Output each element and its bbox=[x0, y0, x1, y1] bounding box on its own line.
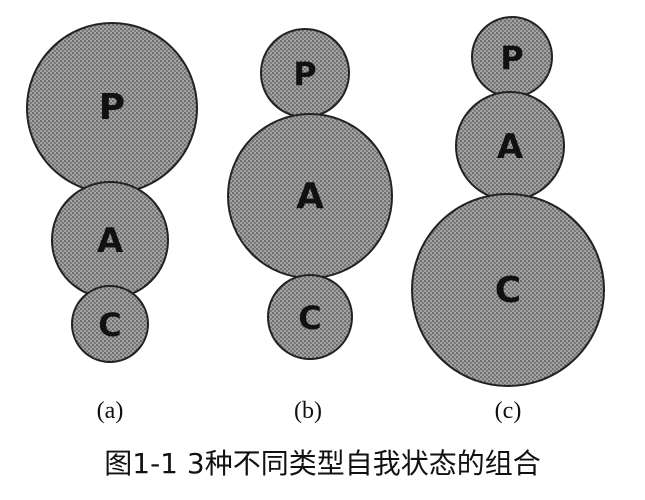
circle-c-a-letter: A bbox=[497, 127, 524, 167]
circle-c-a: A bbox=[455, 91, 565, 201]
circle-b-c: C bbox=[267, 274, 353, 360]
circle-b-p: P bbox=[260, 28, 350, 118]
circle-b-c-letter: C bbox=[298, 299, 321, 337]
circle-c-c: C bbox=[411, 193, 605, 387]
panel-a: P A C (a) bbox=[26, 22, 198, 424]
figure-caption: 图1-1 3种不同类型自我状态的组合 bbox=[104, 447, 541, 480]
circle-c-p: P bbox=[471, 16, 553, 98]
panel-b: P A C (b) bbox=[227, 28, 393, 424]
circle-a-a: A bbox=[51, 181, 169, 299]
circle-a-p: P bbox=[26, 22, 198, 194]
panel-c-label: (c) bbox=[495, 398, 522, 424]
circle-a-c-shape bbox=[71, 285, 149, 363]
circle-b-c-shape bbox=[267, 274, 353, 360]
circle-b-a-letter: A bbox=[296, 176, 324, 217]
panel-a-label: (a) bbox=[97, 398, 124, 424]
circle-c-p-letter: P bbox=[500, 39, 523, 77]
circle-a-p-letter: P bbox=[99, 87, 125, 128]
circle-b-a: A bbox=[227, 113, 393, 279]
circle-a-c-letter: C bbox=[98, 306, 121, 344]
circle-b-p-letter: P bbox=[293, 55, 316, 93]
panel-c: P A C (c) bbox=[411, 16, 605, 424]
circle-a-c: C bbox=[71, 285, 149, 363]
circle-c-c-shape bbox=[411, 193, 605, 387]
circle-a-a-letter: A bbox=[97, 221, 124, 261]
panel-b-label: (b) bbox=[294, 398, 322, 424]
circle-c-c-letter: C bbox=[495, 270, 521, 311]
